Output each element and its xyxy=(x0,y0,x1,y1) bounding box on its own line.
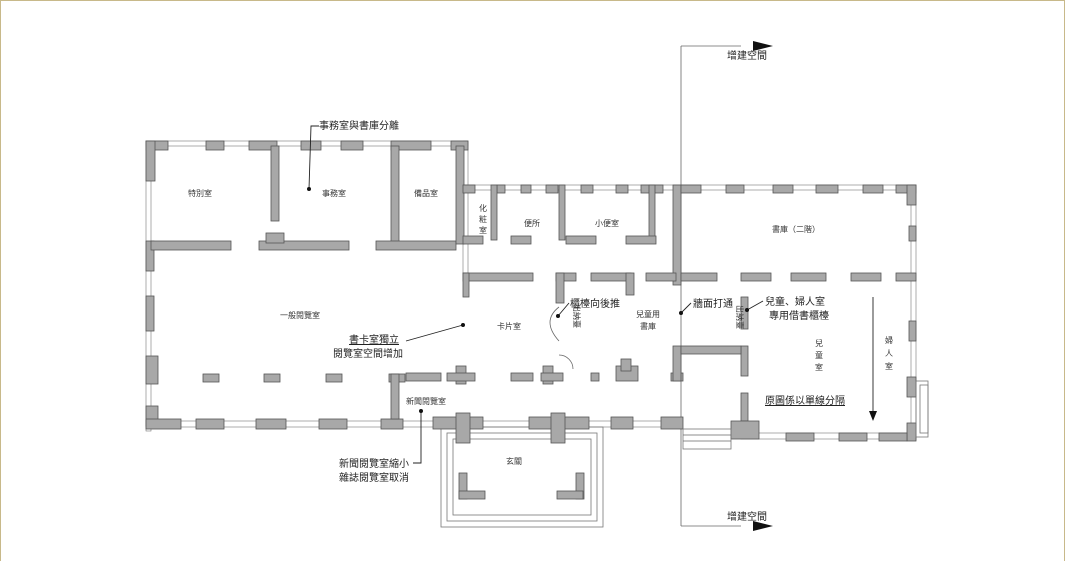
room-restroom-c: 室 xyxy=(479,225,487,235)
ann-office-split: 事務室與書庫分離 xyxy=(319,119,399,132)
room-women-3: 室 xyxy=(885,361,893,371)
outer-walls xyxy=(145,140,917,528)
room-counter-2: 出納臺 xyxy=(735,305,745,329)
room-general-reading: 一般閱覽室 xyxy=(280,310,320,320)
ann-reading-expand: 閱覽室空間增加 xyxy=(333,347,403,360)
ann-children-women-2: 專用借書櫃檯 xyxy=(769,309,829,322)
annotations: 事務室與書庫分離 書卡室獨立 閱覽室空間增加 櫃檯向後推 牆面打通 兒童、婦人室… xyxy=(307,49,877,523)
ann-news-shrink: 新聞閱覽室縮小 xyxy=(339,457,409,470)
ann-magazine-cancel: 雜誌閱覽室取消 xyxy=(339,471,409,484)
room-stack: 書庫（二階） xyxy=(772,224,820,234)
room-restroom-a: 化 xyxy=(479,203,487,213)
room-children-3: 室 xyxy=(815,362,823,372)
room-children-stack-1: 兒童用 xyxy=(636,309,660,319)
ann-expansion-bottom: 增建空間 xyxy=(727,510,767,523)
room-restroom-b: 粧 xyxy=(479,214,487,224)
room-store: 備品室 xyxy=(414,188,438,198)
ann-expansion-top: 增建空間 xyxy=(727,49,767,62)
ann-card-room: 書卡室獨立 xyxy=(349,333,399,346)
ann-orig-line: 原圖係以單線分隔 xyxy=(765,394,845,407)
wall-segments xyxy=(145,140,929,500)
room-counter-1: 出納臺 xyxy=(572,304,582,328)
room-labels: 特別室 事務室 備品室 化 粧 室 便所 小便室 書庫（二階） 一般閱覽室 卡片… xyxy=(188,188,893,466)
room-children-stack-2: 書庫 xyxy=(640,321,656,331)
room-women-1: 婦 xyxy=(885,335,893,345)
ann-wall-open: 牆面打通 xyxy=(693,297,733,310)
room-special: 特別室 xyxy=(188,188,212,198)
room-women-2: 人 xyxy=(885,349,893,358)
room-office: 事務室 xyxy=(322,188,346,198)
room-children-1: 兒 xyxy=(815,338,823,348)
ann-counter-back: 櫃檯向後推 xyxy=(570,297,620,310)
room-urinal: 小便室 xyxy=(595,218,619,228)
room-children-2: 童 xyxy=(815,350,823,360)
room-newspaper: 新聞閱覽室 xyxy=(406,396,446,406)
expansion-outline xyxy=(680,41,773,531)
room-toilet: 便所 xyxy=(524,218,540,228)
room-entrance: 玄關 xyxy=(506,456,522,466)
room-card: 卡片室 xyxy=(497,321,521,331)
ann-children-women-1: 兒童、婦人室 xyxy=(765,295,825,308)
